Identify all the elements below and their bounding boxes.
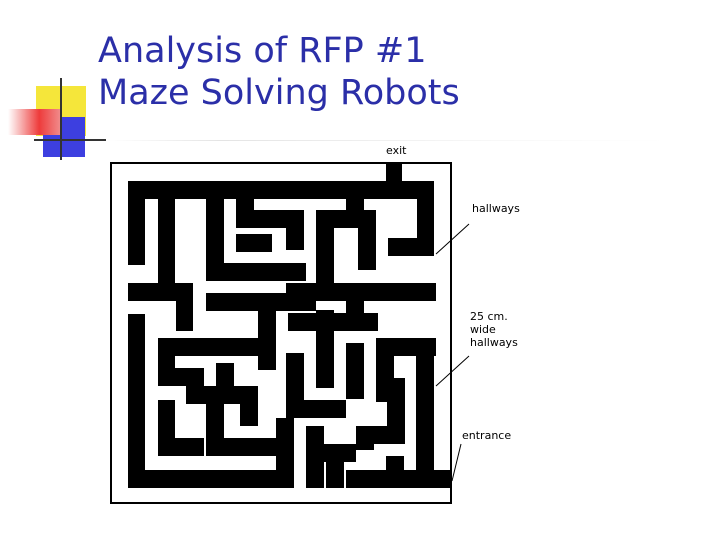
label-hallways: hallways [472, 202, 520, 215]
title-line-1: Analysis of RFP #1 [98, 31, 427, 71]
slide-title: Analysis of RFP #1 Maze Solving Robots [98, 30, 460, 114]
label-exit: exit [386, 144, 407, 157]
pointer-wide-hallways [435, 355, 470, 387]
maze-border [110, 162, 452, 504]
pointer-hallways [435, 223, 470, 255]
title-underline [108, 140, 668, 141]
label-wide-hallways: 25 cm. wide hallways [470, 310, 518, 349]
maze-diagram [110, 162, 470, 504]
label-entrance: entrance [462, 429, 512, 442]
decor-vertical-line [60, 78, 62, 160]
decor-red-bar [8, 109, 60, 135]
decor-horizontal-line [34, 139, 106, 141]
maze-figure: exit hallways 25 cm. wide hallways entra… [110, 138, 570, 510]
pointer-entrance [451, 443, 462, 482]
maze-walls [128, 163, 452, 488]
title-line-2: Maze Solving Robots [98, 73, 460, 113]
